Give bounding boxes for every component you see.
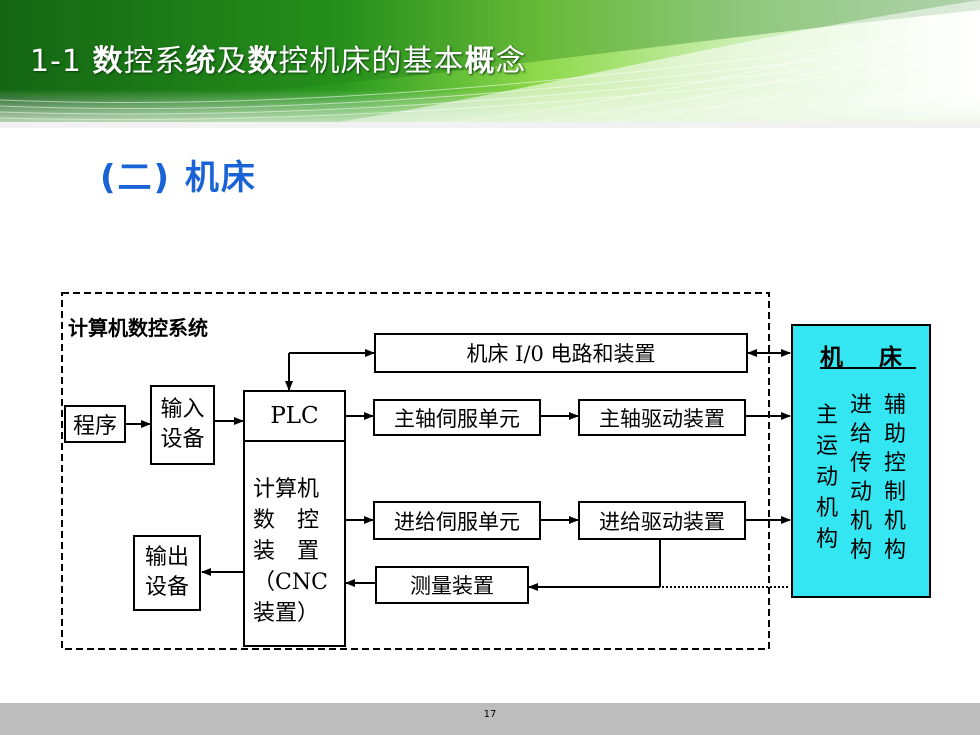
feed-transmission-char: 机: [849, 509, 872, 534]
banner-background: [0, 0, 980, 128]
slide-title: 1-1 数控系统及数控机床的基本概念: [30, 44, 527, 79]
output-device-box: 输出 设备: [133, 535, 201, 611]
spindle-servo-label: 主轴伺服单元: [394, 406, 520, 431]
system-label: 计算机数控系统: [68, 316, 208, 340]
feed-drive-label: 进给驱动装置: [599, 509, 725, 534]
feed-transmission-char: 传: [849, 451, 872, 476]
main-motion-char: 机: [815, 496, 838, 521]
plc-box: PLC: [243, 390, 346, 442]
main-motion-char: 构: [815, 527, 838, 552]
feed-drive-box: 进给驱动装置: [578, 501, 746, 540]
header-banner: 1-1 数控系统及数控机床的基本概念: [0, 0, 980, 128]
program-box: 程序: [64, 405, 126, 443]
auxiliary-control-column: 辅 助 控 制 机 构: [882, 391, 908, 565]
cnc-line2: 数 控: [253, 508, 320, 533]
input-device-line2: 设备: [160, 427, 205, 452]
cnc-label: 计算机 数 控 装 置 （CNC 装置）: [253, 474, 328, 629]
io-circuit-box: 机床 I/0 电路和装置: [374, 333, 748, 373]
feed-transmission-char: 构: [849, 538, 872, 563]
main-motion-char: 主: [815, 403, 838, 428]
footer-bar: 17: [0, 703, 980, 735]
feed-transmission-char: 进: [849, 393, 872, 418]
cnc-unit-box: PLC 计算机 数 控 装 置 （CNC 装置）: [243, 390, 346, 647]
auxiliary-control-char: 制: [883, 480, 906, 505]
output-device-line2: 设备: [144, 575, 189, 600]
spindle-servo-box: 主轴伺服单元: [373, 399, 541, 436]
section-subtitle: (二) 机床: [100, 158, 257, 198]
cnc-line3: 装 置: [253, 539, 320, 564]
io-circuit-label: 机床 I/0 电路和装置: [466, 342, 656, 366]
feed-transmission-char: 给: [849, 422, 872, 447]
auxiliary-control-char: 辅: [883, 393, 906, 418]
system-frame: [61, 292, 770, 650]
feed-servo-box: 进给伺服单元: [373, 501, 541, 540]
feed-transmission-column: 进 给 传 动 机 构: [848, 391, 874, 565]
auxiliary-control-char: 构: [883, 538, 906, 563]
input-device-line1: 输入: [160, 397, 205, 422]
spindle-drive-box: 主轴驱动装置: [578, 399, 746, 436]
output-device-line1: 输出: [144, 545, 189, 570]
measuring-label: 测量装置: [410, 574, 494, 598]
main-motion-column: 主 运 动 机 构: [814, 400, 840, 555]
machine-tool-box: 机 床 主 运 动 机 构 进 给 传 动 机 构 辅 助 控 制 机 构: [791, 324, 931, 598]
machine-title: 机 床: [819, 344, 916, 371]
main-motion-char: 运: [815, 434, 838, 459]
measuring-box: 测量装置: [375, 566, 529, 604]
plc-label: PLC: [270, 403, 319, 429]
feed-servo-label: 进给伺服单元: [394, 509, 520, 534]
page-number: 17: [483, 709, 497, 720]
cnc-line5: 装置）: [253, 601, 320, 626]
input-device-box: 输入 设备: [150, 385, 215, 465]
cnc-line1: 计算机: [253, 477, 320, 502]
auxiliary-control-char: 机: [883, 509, 906, 534]
cnc-line4: （CNC: [253, 570, 328, 595]
feed-transmission-char: 动: [849, 480, 872, 505]
spindle-drive-label: 主轴驱动装置: [599, 406, 725, 431]
main-motion-char: 动: [815, 465, 838, 490]
program-label: 程序: [72, 414, 117, 439]
auxiliary-control-char: 助: [883, 422, 906, 447]
auxiliary-control-char: 控: [883, 451, 906, 476]
